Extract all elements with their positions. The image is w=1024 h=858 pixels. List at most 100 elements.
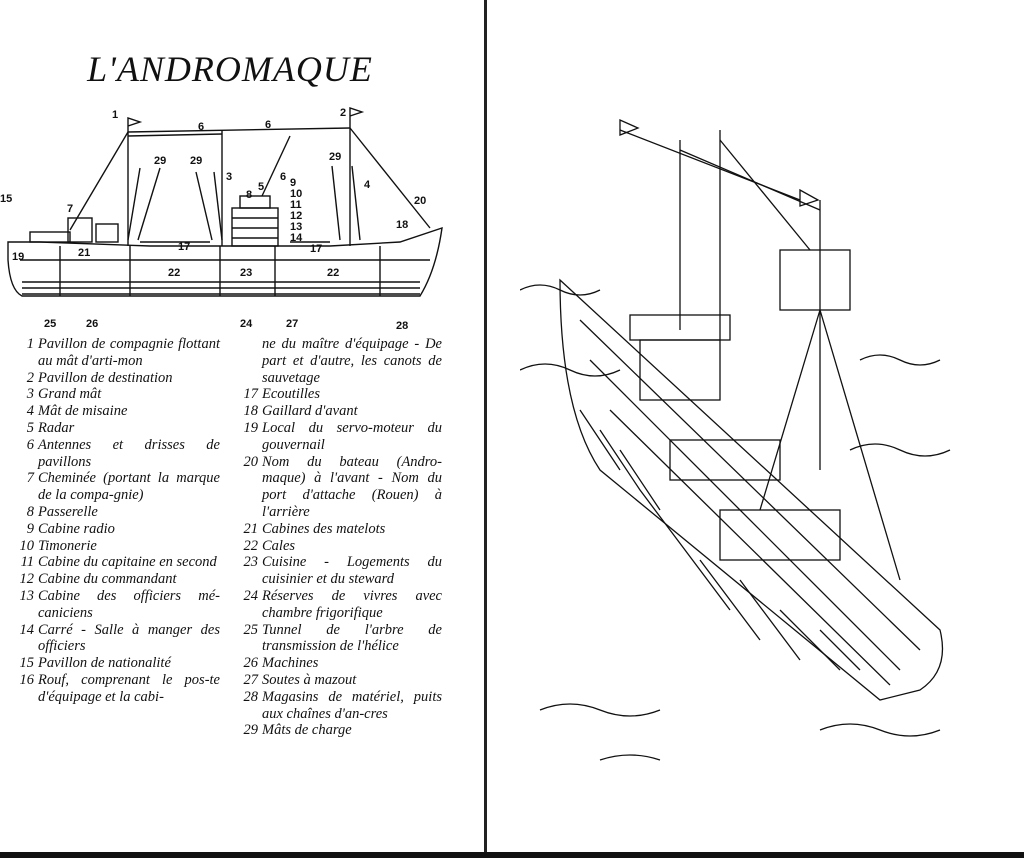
diagram-label-21: 21 <box>78 247 90 259</box>
legend-number: 28 <box>243 688 259 705</box>
diagram-label-11: 11 <box>290 199 302 211</box>
legend-text: Rouf, comprenant le pos-te d'équipage et… <box>38 671 220 705</box>
legend-number: 5 <box>26 419 34 436</box>
legend-text: Cheminée (portant la marque de la compa-… <box>38 470 220 504</box>
legend-number: 22 <box>243 537 259 554</box>
page-gutter <box>484 0 487 858</box>
legend-number: 21 <box>243 520 259 537</box>
legend-number: 18 <box>243 403 259 420</box>
left-page: L'ANDROMAQUE <box>0 0 485 858</box>
legend-number: 24 <box>243 587 259 604</box>
diagram-label-29c: 29 <box>329 151 341 163</box>
legend-text: Cuisine - Logements du cuisinier et du s… <box>262 554 442 588</box>
legend-number: 29 <box>243 722 259 739</box>
diagram-label-29a: 29 <box>154 155 166 167</box>
legend-number: 7 <box>26 470 34 487</box>
legend-text: Cabines des matelots <box>262 520 386 537</box>
legend-number: 17 <box>243 386 259 403</box>
diagram-label-13: 13 <box>290 221 302 233</box>
diagram-label-15: 15 <box>0 193 12 205</box>
legend-number: 27 <box>243 671 259 688</box>
legend-number: 19 <box>243 419 259 436</box>
legend-text: Carré - Salle à manger des officiers <box>38 621 220 655</box>
diagram-label-4: 4 <box>364 179 371 191</box>
diagram-label-29b: 29 <box>190 155 202 167</box>
legend-text: ne du maître d'équipage - De part et d'a… <box>262 336 442 386</box>
diagram-label-9: 9 <box>290 177 296 189</box>
diagram-label-14: 14 <box>290 232 303 244</box>
diagram-label-17a: 17 <box>178 241 190 253</box>
diagram-label-26: 26 <box>86 318 98 330</box>
legend-text: Local du servo-moteur du gouvernail <box>262 419 442 453</box>
legend-text: Mâts de charge <box>262 722 352 739</box>
legend-text: Tunnel de l'arbre de transmission de l'h… <box>262 621 442 655</box>
legend-number: 26 <box>243 655 259 672</box>
diagram-label-3: 3 <box>226 171 232 183</box>
legend-number: 9 <box>26 520 34 537</box>
diagram-label-12: 12 <box>290 210 302 222</box>
legend-number: 12 <box>19 571 35 588</box>
legend-number: 2 <box>26 369 34 386</box>
legend-item: ne du maître d'équipage - De part et d'a… <box>232 336 442 386</box>
diagram-label-2: 2 <box>340 107 346 119</box>
diagram-label-27: 27 <box>286 318 298 330</box>
diagram-label-24: 24 <box>240 318 253 330</box>
ship-cutaway-diagram: 1 2 6 6 29 29 29 3 4 5 6 7 8 9 10 11 12 … <box>0 107 443 332</box>
ship-sketch-illustration <box>520 118 951 761</box>
legend-text: Grand mât <box>38 386 102 403</box>
diagram-label-28: 28 <box>396 320 408 332</box>
legend-text: Antennes et drisses de pavillons <box>38 436 220 470</box>
legend-number: 16 <box>19 671 35 688</box>
legend-text: Pavillon de compagnie flottant au mât d'… <box>38 336 220 369</box>
legend-text: Soutes à mazout <box>262 671 357 688</box>
diagram-label-20: 20 <box>414 195 426 207</box>
diagram-label-17b: 17 <box>310 243 322 255</box>
diagram-label-22a: 22 <box>168 267 180 279</box>
legend-text: Cabine radio <box>38 520 115 537</box>
legend-number: 20 <box>243 453 259 470</box>
legend-number: 13 <box>19 587 35 604</box>
diagram-label-8: 8 <box>246 189 252 201</box>
legend-text: Machines <box>262 655 319 672</box>
diagram-label-18: 18 <box>396 219 408 231</box>
legend-text: Réserves de vivres avec chambre frigorif… <box>262 587 442 621</box>
diagram-label-1: 1 <box>112 109 118 121</box>
legend-text: Nom du bateau (Andro-maque) à l'avant - … <box>262 453 442 520</box>
legend-text: Cabine du commandant <box>38 571 177 588</box>
legend-text: Radar <box>38 419 75 436</box>
diagram-label-5: 5 <box>258 181 264 193</box>
diagram-label-25: 25 <box>44 318 56 330</box>
diagram-label-19: 19 <box>12 251 24 263</box>
legend-text: Cabine des officiers mé-caniciens <box>38 587 220 621</box>
legend-column-right: ne du maître d'équipage - De part et d'a… <box>232 336 443 739</box>
legend-text: Ecoutilles <box>262 386 320 403</box>
legend-text: Cales <box>262 537 296 554</box>
legend-number: 4 <box>26 403 34 420</box>
legend-text: Mât de misaine <box>38 403 128 420</box>
legend-number: 8 <box>26 503 34 520</box>
